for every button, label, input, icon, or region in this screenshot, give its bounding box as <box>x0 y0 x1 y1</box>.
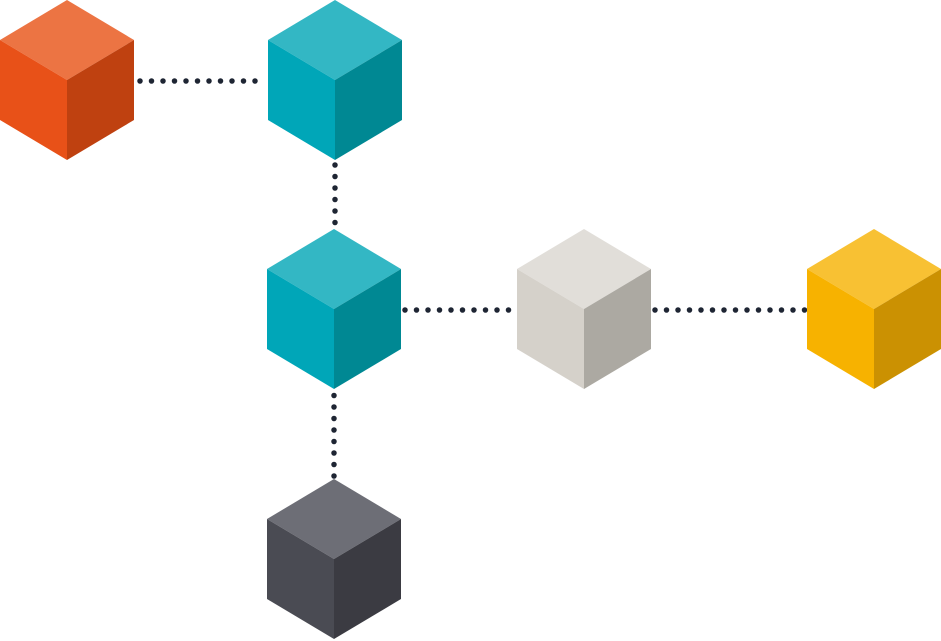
teal-cube-top-right-face <box>335 40 402 160</box>
orange-cube <box>0 0 134 160</box>
connectors-layer <box>137 78 808 481</box>
beige-cube-left-face <box>517 269 584 389</box>
dark-gray-cube-left-face <box>267 519 334 639</box>
teal-cube-top-left-face <box>268 40 335 160</box>
teal-cube-top <box>268 0 402 160</box>
yellow-cube-right-face <box>874 269 941 389</box>
yellow-cube <box>807 229 941 389</box>
dark-gray-cube <box>267 479 401 639</box>
teal-cube-center-right-face <box>334 269 401 389</box>
teal-cube-center <box>267 229 401 389</box>
teal-cube-center-left-face <box>267 269 334 389</box>
orange-cube-left-face <box>0 40 67 160</box>
yellow-cube-left-face <box>807 269 874 389</box>
orange-cube-right-face <box>67 40 134 160</box>
beige-cube-right-face <box>584 269 651 389</box>
dark-gray-cube-right-face <box>334 519 401 639</box>
beige-cube <box>517 229 651 389</box>
